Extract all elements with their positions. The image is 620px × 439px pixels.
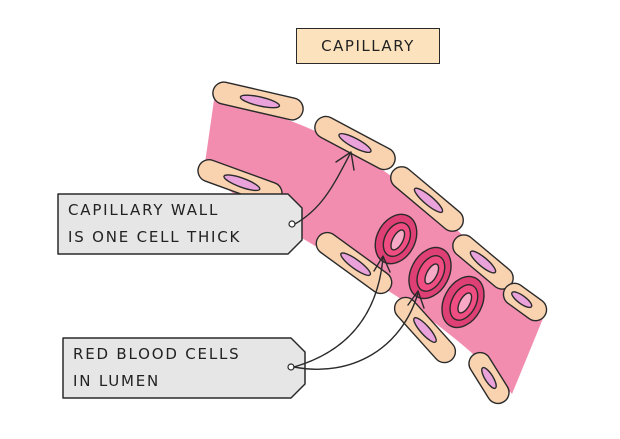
wall-cell bbox=[315, 231, 393, 295]
rbc-pointer-arrowhead-1 bbox=[373, 255, 391, 273]
lower-capillary-wall bbox=[197, 159, 510, 405]
red-blood-cells-label-line-2: IN LUMEN bbox=[73, 372, 161, 390]
wall-label-tag-hole bbox=[288, 220, 296, 228]
capillary-wall-label-line-2: IS ONE CELL THICK bbox=[68, 228, 242, 246]
wall-cell bbox=[468, 351, 510, 405]
wall-pointer-arrowhead bbox=[335, 151, 355, 171]
wall-cell bbox=[212, 81, 304, 121]
rbc-pointer-arrowhead-2 bbox=[407, 290, 425, 309]
wall-pointer-line bbox=[294, 153, 351, 225]
wall-cell bbox=[502, 282, 548, 322]
rbc-label-tag bbox=[62, 337, 306, 399]
capillary-wall-label-line-1: CAPILLARY WALL bbox=[68, 201, 220, 219]
diagram-title: CAPILLARY bbox=[296, 28, 440, 64]
rbc-pointer-line-1 bbox=[293, 257, 384, 368]
red-blood-cell bbox=[374, 213, 418, 265]
capillary-wall-label: CAPILLARY WALL IS ONE CELL THICK bbox=[58, 194, 288, 254]
wall-cell bbox=[390, 166, 464, 232]
wall-label-tag bbox=[57, 193, 303, 255]
red-blood-cell bbox=[441, 275, 485, 329]
upper-capillary-wall bbox=[212, 81, 548, 322]
rbc-pointer-line-2 bbox=[293, 292, 419, 370]
pointer-lines bbox=[293, 151, 425, 370]
red-blood-cell bbox=[408, 246, 452, 300]
red-blood-cells-label: RED BLOOD CELLS IN LUMEN bbox=[63, 338, 291, 398]
wall-cell bbox=[197, 159, 283, 205]
red-blood-cells bbox=[374, 213, 485, 329]
red-blood-cells-label-line-1: RED BLOOD CELLS bbox=[73, 345, 241, 363]
